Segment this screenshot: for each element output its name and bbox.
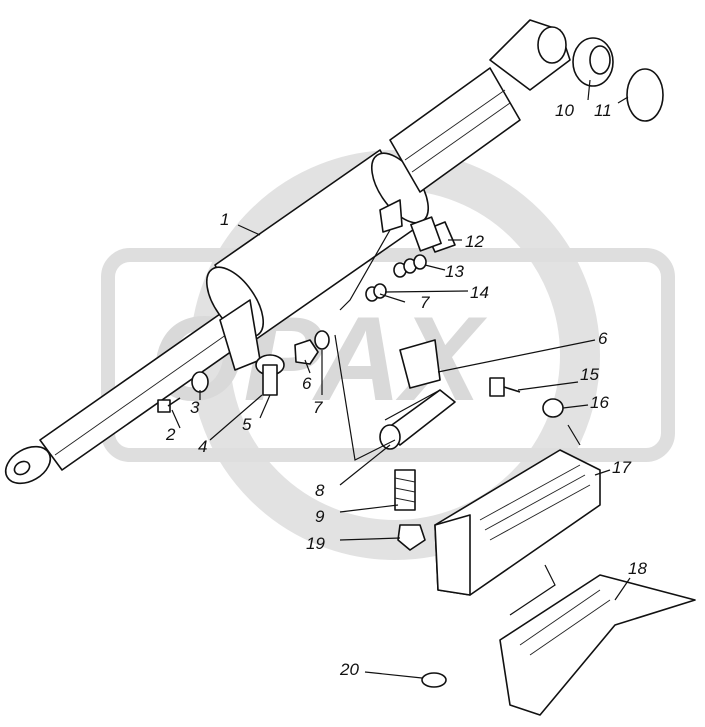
washers-14 [365, 283, 387, 302]
callout-19: 19 [306, 534, 325, 553]
washer-20 [421, 672, 447, 688]
callout-10: 10 [555, 101, 574, 120]
bolt-4-5 [255, 354, 285, 396]
callout-14: 14 [470, 283, 489, 302]
callout-20: 20 [339, 660, 359, 679]
cylinder-upper-tube [389, 67, 521, 193]
nut-6-7 [294, 330, 330, 365]
callout-5: 5 [242, 415, 252, 434]
callout-4: 4 [198, 437, 207, 456]
callout-18: 18 [628, 559, 647, 578]
callout-leaders [171, 79, 631, 679]
hydraulic-cylinder [4, 19, 571, 485]
callout-6-second: 6 [598, 329, 608, 348]
washer-3 [191, 371, 209, 393]
valve-block-8 [379, 339, 456, 450]
callout-2: 2 [165, 425, 176, 444]
assembly-lines [334, 229, 581, 616]
callout-13: 13 [445, 262, 464, 281]
spring-9 [394, 469, 416, 511]
washer-16 [542, 398, 564, 418]
fitting-12 [410, 216, 456, 253]
callout-16: 16 [590, 393, 609, 412]
bolt-15 [489, 377, 521, 397]
callout-6: 6 [302, 374, 312, 393]
callout-9: 9 [315, 507, 325, 526]
callout-17: 17 [612, 458, 631, 477]
guard-17 [434, 449, 601, 596]
cover-18 [499, 574, 696, 716]
bolt-2 [157, 397, 181, 413]
callout-3: 3 [190, 398, 200, 417]
callout-12: 12 [465, 232, 484, 251]
callout-15: 15 [580, 365, 599, 384]
callout-labels: 1 2 3 4 5 6 6 7 7 8 9 10 11 12 13 14 15 … [165, 101, 647, 679]
bearing-10 [572, 37, 614, 87]
snap-ring-11 [626, 68, 664, 122]
callout-8: 8 [315, 481, 325, 500]
callout-7: 7 [313, 398, 323, 417]
callout-1: 1 [220, 210, 229, 229]
callout-7-second: 7 [420, 293, 430, 312]
washers-13 [393, 254, 427, 278]
callout-11: 11 [594, 101, 612, 120]
